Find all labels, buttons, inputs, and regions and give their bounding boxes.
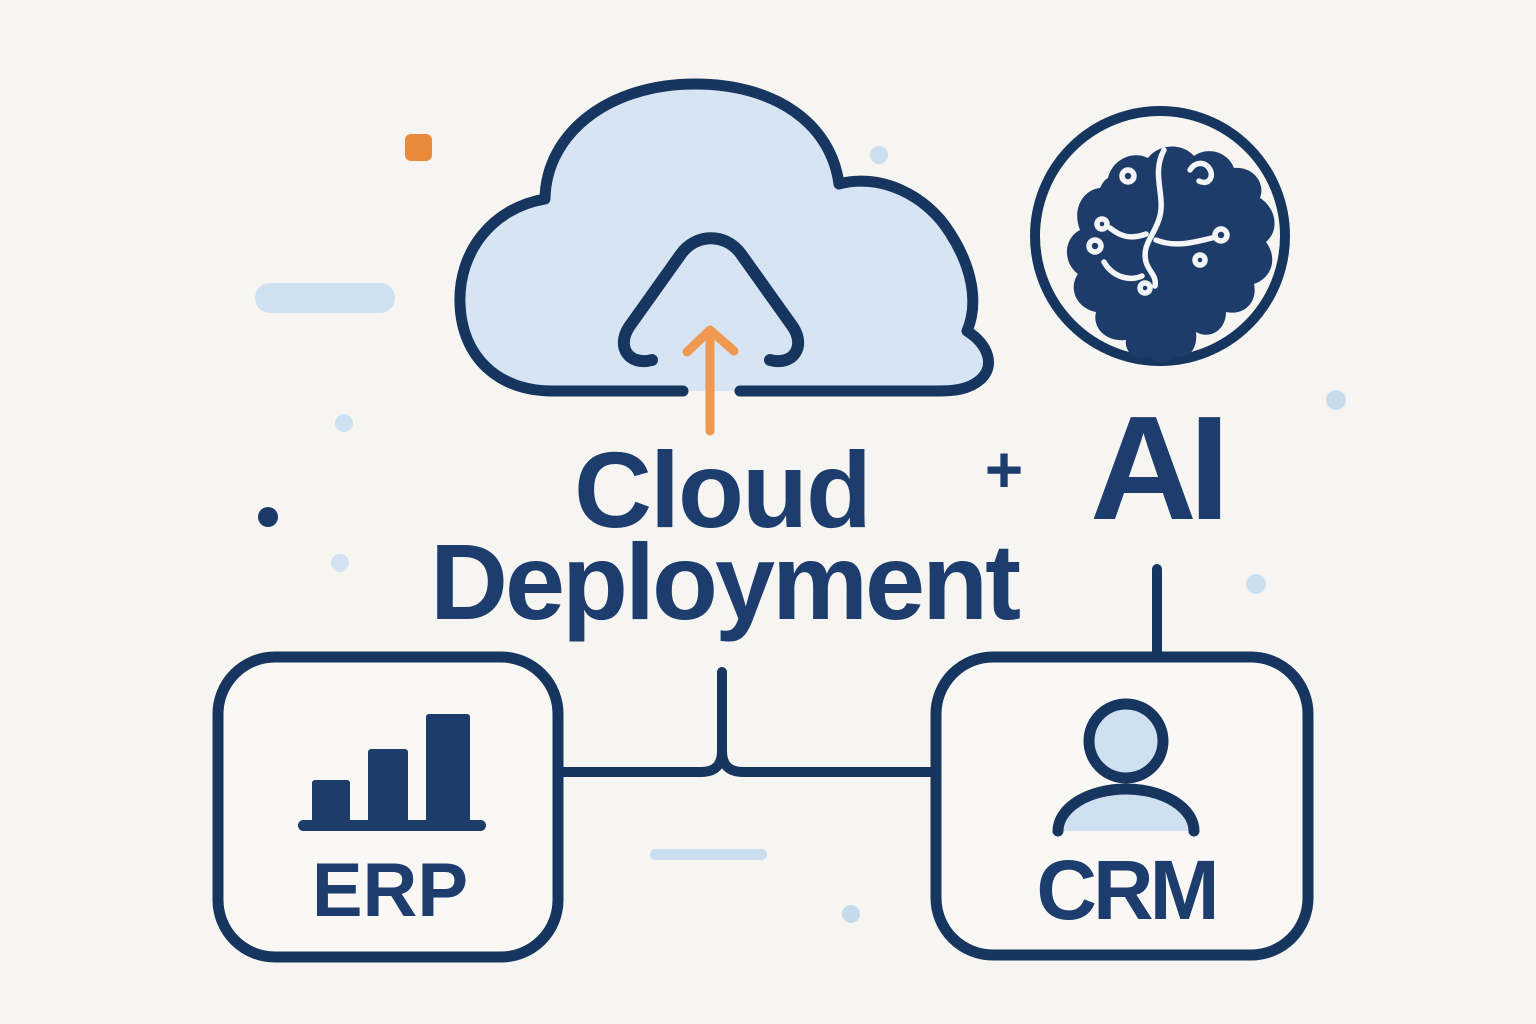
bar-chart-icon [298,714,486,831]
cloud-notch-chevron [618,232,804,368]
blue-dot-decor [842,905,860,923]
crm-node [930,651,1314,961]
blue-dot-decor [331,554,349,572]
upload-arrow-icon [682,325,739,436]
erp-node [212,651,564,963]
connector-cloud-to-erp [553,667,727,777]
erp-box-label: ERP [311,848,469,933]
brain-silhouette [1066,146,1275,363]
user-shoulders-outline [1052,783,1200,837]
title-line-deployment: Deployment [429,521,1021,642]
connector-cloud-to-crm [717,746,941,777]
bar-small [312,780,350,825]
navy-dot-decor [258,507,278,527]
blue-pill-decor-center [650,849,767,860]
brain-circuit-traces [1086,147,1230,296]
crm-box-label: CRM [1036,843,1219,937]
blue-dot-decor [335,414,353,432]
ai-label: AI [1090,386,1230,551]
cloud-upload-icon [454,78,994,436]
connector-lines [553,564,1162,777]
orange-square-decor [405,134,432,161]
blue-pill-decor-left [255,283,395,313]
ai-brain-icon [1030,106,1290,366]
blue-dot-decor [870,146,888,164]
bar-tall [426,714,470,825]
bar-medium [368,749,408,825]
blue-dot-decor [1246,574,1266,594]
plus-sign: + [984,432,1024,506]
user-head [1083,698,1169,784]
user-icon [1052,698,1200,837]
title-line-cloud: Cloud [574,429,872,550]
blue-dot-decor [1326,390,1346,410]
